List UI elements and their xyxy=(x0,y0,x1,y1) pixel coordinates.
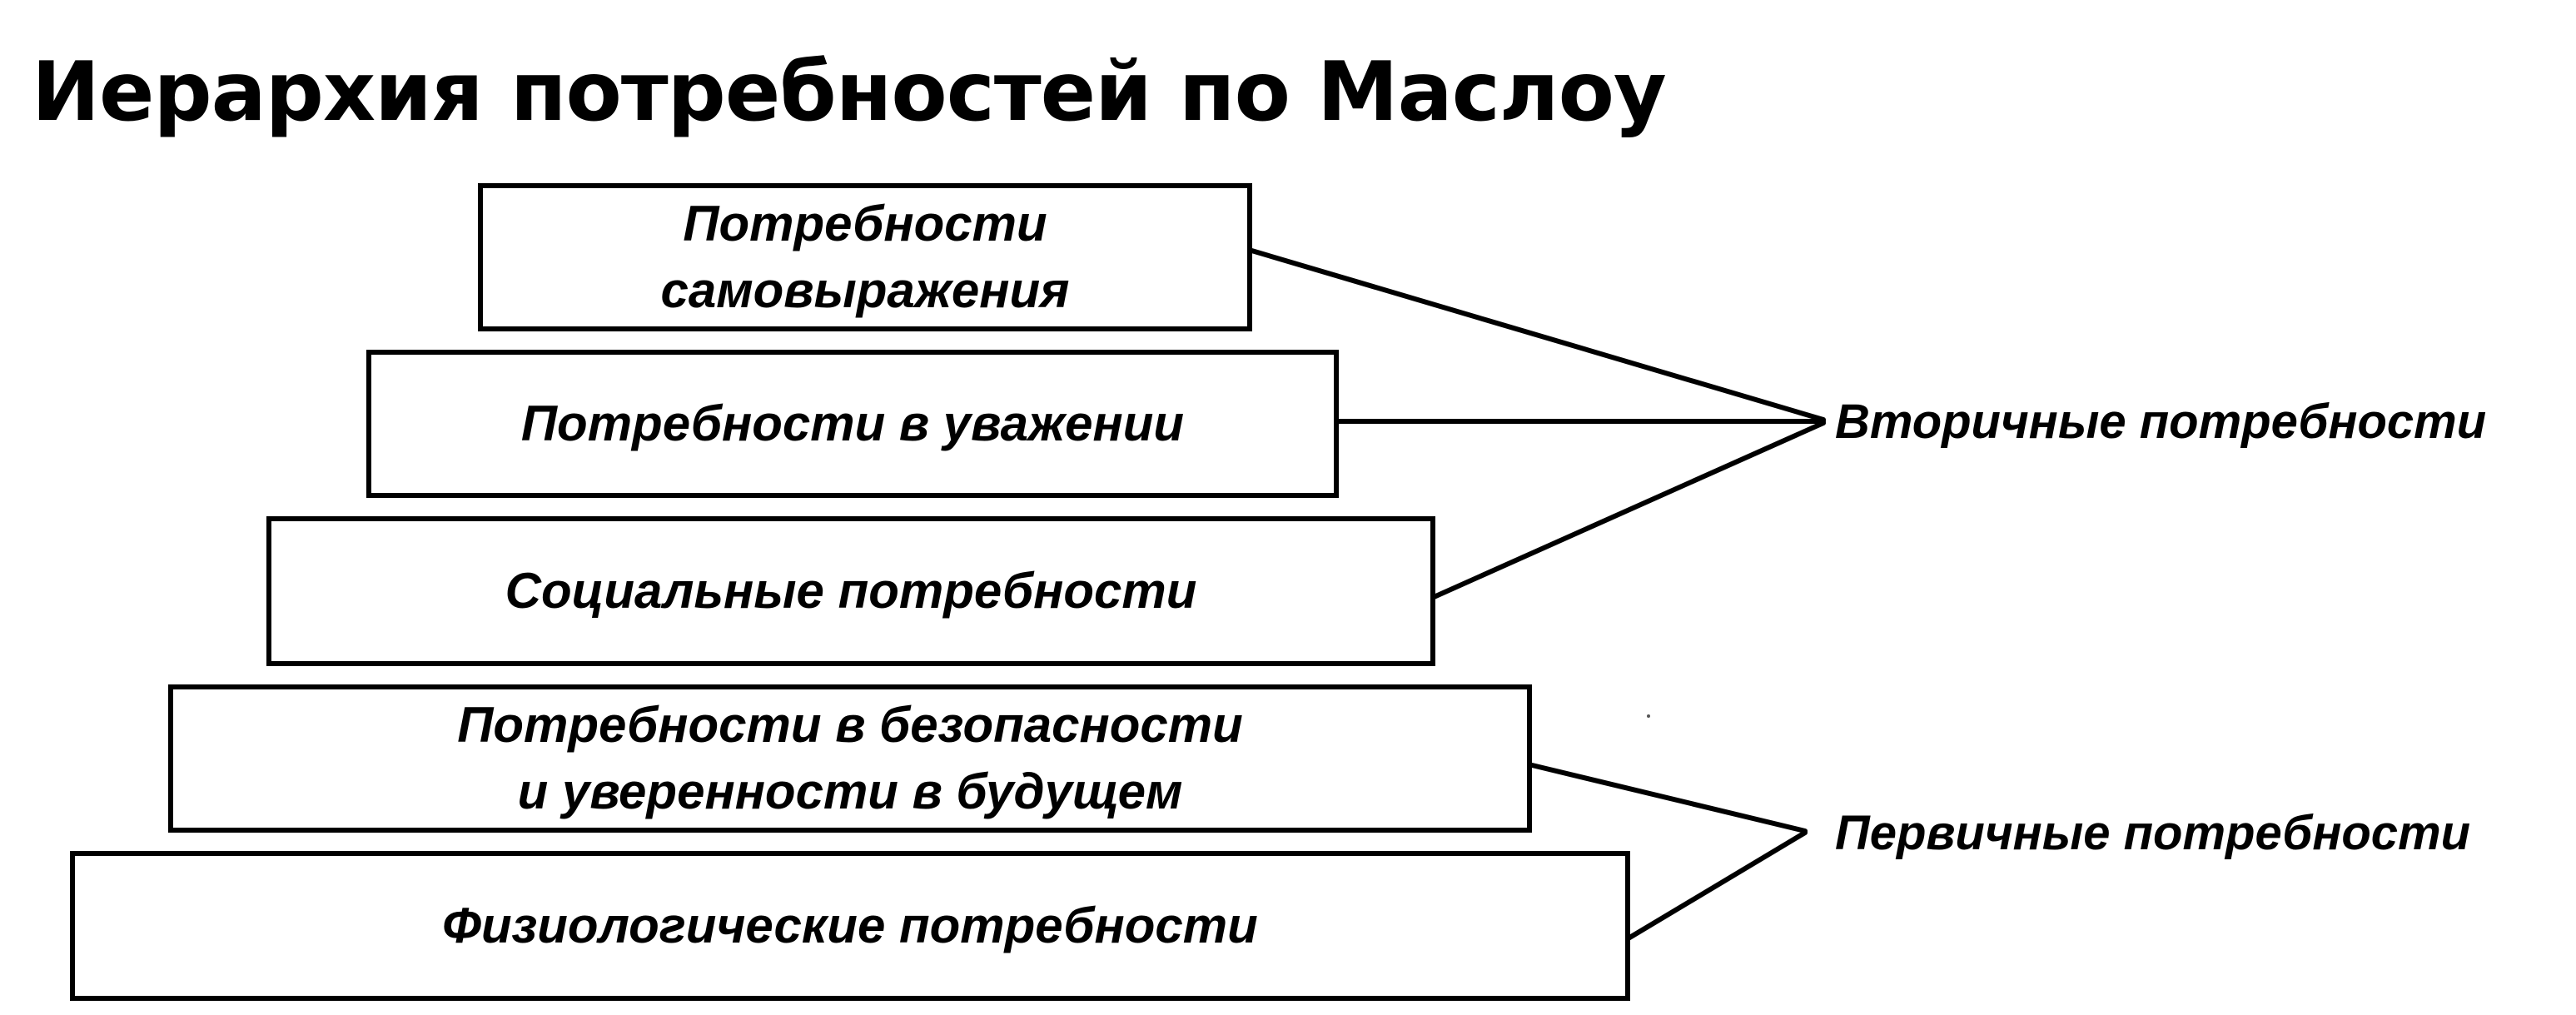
level-social-label: Социальные потребности xyxy=(505,563,1197,619)
group-label-primary: Первичные потребности xyxy=(1835,806,2471,860)
connector-self-actualization xyxy=(1246,247,1826,422)
level-self-actualization: Потребности самовыражения xyxy=(478,183,1252,331)
scan-speck xyxy=(1647,714,1650,718)
level-safety-line-1: Потребности в безопасности xyxy=(457,697,1243,753)
group-label-secondary: Вторичные потребности xyxy=(1835,395,2487,449)
level-self-actualization-line-2: самовыражения xyxy=(660,262,1070,318)
diagram-title: Иерархия потребностей по Маслоу xyxy=(32,45,1667,140)
level-safety: Потребности в безопасности и уверенности… xyxy=(168,684,1532,833)
level-self-actualization-line-1: Потребности xyxy=(683,196,1047,251)
level-physiological-label: Физиологические потребности xyxy=(442,898,1258,953)
level-safety-line-2: и уверенности в будущем xyxy=(517,764,1183,819)
level-esteem: Потребности в уважении xyxy=(366,350,1339,498)
level-esteem-label: Потребности в уважении xyxy=(520,396,1185,451)
level-physiological: Физиологические потребности xyxy=(70,851,1630,1001)
connector-social xyxy=(1430,420,1826,600)
level-social: Социальные потребности xyxy=(266,516,1435,666)
connector-physiological xyxy=(1624,830,1808,942)
connector-safety xyxy=(1526,762,1808,833)
